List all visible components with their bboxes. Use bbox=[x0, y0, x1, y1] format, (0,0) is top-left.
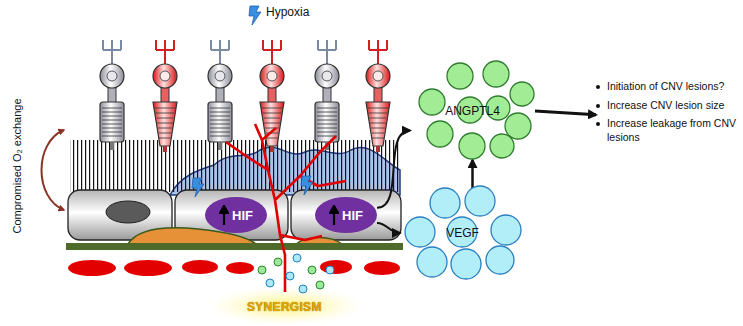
synergism-label: SYNERGISM bbox=[247, 300, 322, 314]
factor-circle bbox=[505, 113, 531, 139]
vegf-cluster: VEGF bbox=[400, 188, 525, 278]
synergism-glow bbox=[208, 287, 364, 325]
outcome-list: Initiation of CNV lesions? Increase CNV l… bbox=[596, 80, 740, 150]
factor-circle bbox=[417, 247, 447, 277]
angptl4-cluster: ANGPTL4 bbox=[410, 62, 535, 160]
factor-circle bbox=[483, 61, 509, 87]
factor-circle bbox=[465, 186, 495, 216]
factor-circle bbox=[405, 217, 435, 247]
increase-arrow bbox=[329, 205, 339, 225]
choroid-vessels bbox=[68, 260, 400, 276]
outcome-item: Increase CNV lesion size bbox=[596, 99, 740, 113]
hypoxia-bolt bbox=[192, 178, 204, 197]
factor-circle bbox=[459, 133, 485, 159]
connector-arrow bbox=[535, 111, 596, 115]
factor-circle bbox=[490, 134, 514, 158]
hypoxia-bolt bbox=[249, 6, 261, 25]
factor-circle bbox=[486, 246, 514, 274]
factor-circle bbox=[491, 215, 521, 245]
bullet-dot bbox=[596, 85, 600, 89]
outcome-text: Increase leakage from CNV lesions bbox=[607, 117, 740, 144]
bullet-dot bbox=[596, 104, 600, 108]
bullet-dot bbox=[596, 122, 600, 126]
exchange-arrow bbox=[42, 130, 65, 210]
factor-circle bbox=[510, 82, 534, 106]
side-note: Compromised O₂ exchange bbox=[11, 98, 23, 233]
node-label: HIF bbox=[342, 208, 363, 223]
factor-circle bbox=[447, 63, 473, 89]
hif-ellipse: HIF bbox=[315, 197, 377, 233]
stimulus-label: Hypoxia bbox=[266, 5, 309, 19]
increase-arrow-shape bbox=[330, 206, 338, 225]
factor-circle bbox=[419, 89, 445, 115]
increase-arrow-shape bbox=[220, 206, 228, 225]
connector-arrow bbox=[377, 131, 410, 208]
outcome-item: Increase leakage from CNV lesions bbox=[596, 117, 740, 144]
factor-circle bbox=[430, 188, 460, 218]
factor-circle bbox=[427, 121, 453, 147]
outcome-text: Increase CNV lesion size bbox=[607, 99, 724, 113]
hif-ellipse: HIF bbox=[205, 197, 267, 233]
outcome-item: Initiation of CNV lesions? bbox=[596, 80, 740, 94]
factor-circle bbox=[451, 249, 481, 279]
secreted-factors bbox=[258, 254, 334, 293]
node-label: HIF bbox=[232, 208, 253, 223]
node-label: ANGPTL4 bbox=[445, 104, 500, 118]
hypoxia-bolt bbox=[301, 176, 313, 195]
rpe-cells bbox=[68, 190, 401, 240]
photoreceptors bbox=[100, 40, 390, 152]
outcome-text: Initiation of CNV lesions? bbox=[607, 80, 724, 94]
connector-arrow bbox=[377, 223, 400, 233]
connector-arrow bbox=[471, 160, 474, 188]
node-label: VEGF bbox=[446, 226, 479, 240]
bruchs-membrane bbox=[66, 243, 403, 250]
increase-arrow bbox=[219, 205, 229, 225]
